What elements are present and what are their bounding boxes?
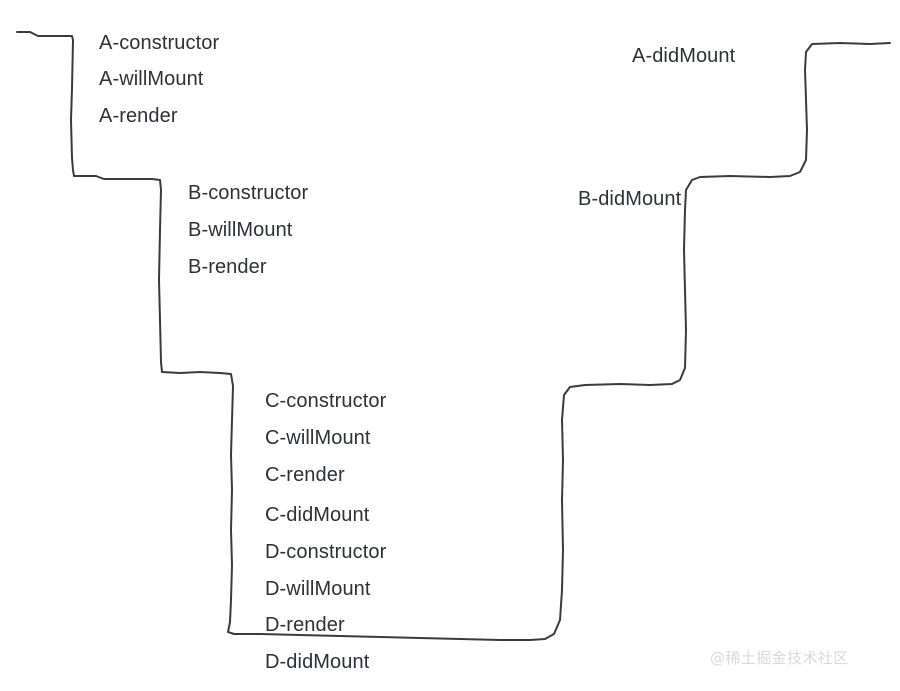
lifecycle-label-a-willmount: A-willMount (99, 68, 204, 90)
lifecycle-label-a-render: A-render (99, 105, 178, 127)
lifecycle-label-d-willmount: D-willMount (265, 578, 371, 600)
lifecycle-label-c-willmount: C-willMount (265, 427, 371, 449)
lifecycle-label-a-constructor: A-constructor (99, 32, 220, 54)
lifecycle-label-c-constructor: C-constructor (265, 390, 387, 412)
watermark-text: @稀土掘金技术社区 (710, 649, 849, 667)
lifecycle-label-b-willmount: B-willMount (188, 219, 293, 241)
lifecycle-label-c-didmount: C-didMount (265, 504, 370, 526)
lifecycle-label-b-constructor: B-constructor (188, 182, 309, 204)
lifecycle-label-d-didmount: D-didMount (265, 651, 370, 673)
lifecycle-label-c-render: C-render (265, 464, 345, 486)
lifecycle-label-d-render: D-render (265, 614, 345, 636)
flow-path (16, 31, 891, 641)
lifecycle-label-a-didmount: A-didMount (632, 45, 736, 67)
lifecycle-label-b-render: B-render (188, 256, 267, 278)
lifecycle-label-d-constructor: D-constructor (265, 541, 387, 563)
lifecycle-label-b-didmount: B-didMount (578, 188, 682, 210)
